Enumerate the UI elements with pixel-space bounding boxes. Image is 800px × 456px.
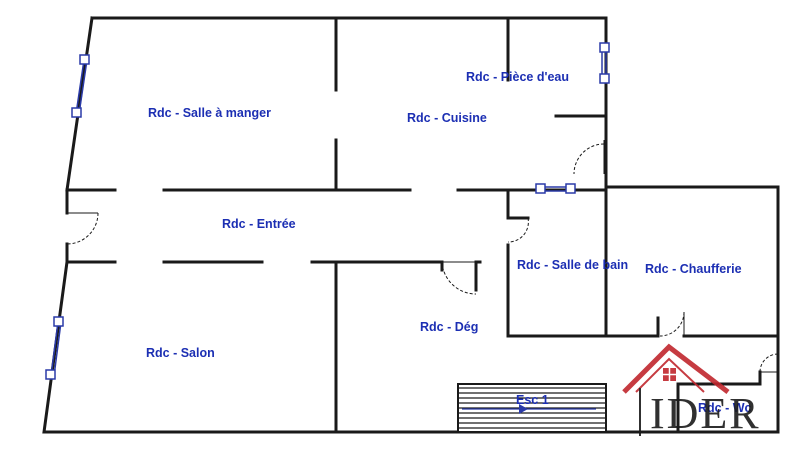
house-roof-icon (622, 343, 730, 394)
label-salle-a-manger: Rdc - Salle à manger (148, 106, 271, 120)
window-salon (45, 316, 64, 380)
label-stairs: Esc 1 (516, 393, 549, 407)
room-labels: Rdc - Salle à manger Rdc - Cuisine Rdc -… (146, 70, 752, 415)
label-salle-de-bain: Rdc - Salle de bain (517, 258, 628, 272)
label-wc: Rdc - Wc (698, 401, 752, 415)
door-wc (759, 353, 779, 373)
door-deg (441, 261, 477, 295)
ider-logo: IDER (622, 343, 761, 438)
label-entree: Rdc - Entrée (222, 217, 296, 231)
windows (45, 42, 610, 380)
interior-walls (65, 16, 780, 434)
label-piece-d-eau: Rdc - Pièce d'eau (466, 70, 569, 84)
label-chaufferie: Rdc - Chaufferie (645, 262, 742, 276)
label-cuisine: Rdc - Cuisine (407, 111, 487, 125)
door-piece-d-eau (573, 143, 605, 175)
window-salle-a-manger (71, 54, 90, 118)
window-salle-de-bain (535, 183, 576, 194)
doors (66, 143, 779, 373)
stairs (457, 383, 607, 433)
label-deg: Rdc - Dég (420, 320, 478, 334)
door-entree (66, 212, 99, 245)
label-salon: Rdc - Salon (146, 346, 215, 360)
door-chaufferie (659, 311, 685, 337)
window-piece-d-eau (599, 42, 610, 84)
logo-text: IDER (650, 389, 761, 438)
door-salle-de-bain (507, 217, 529, 243)
